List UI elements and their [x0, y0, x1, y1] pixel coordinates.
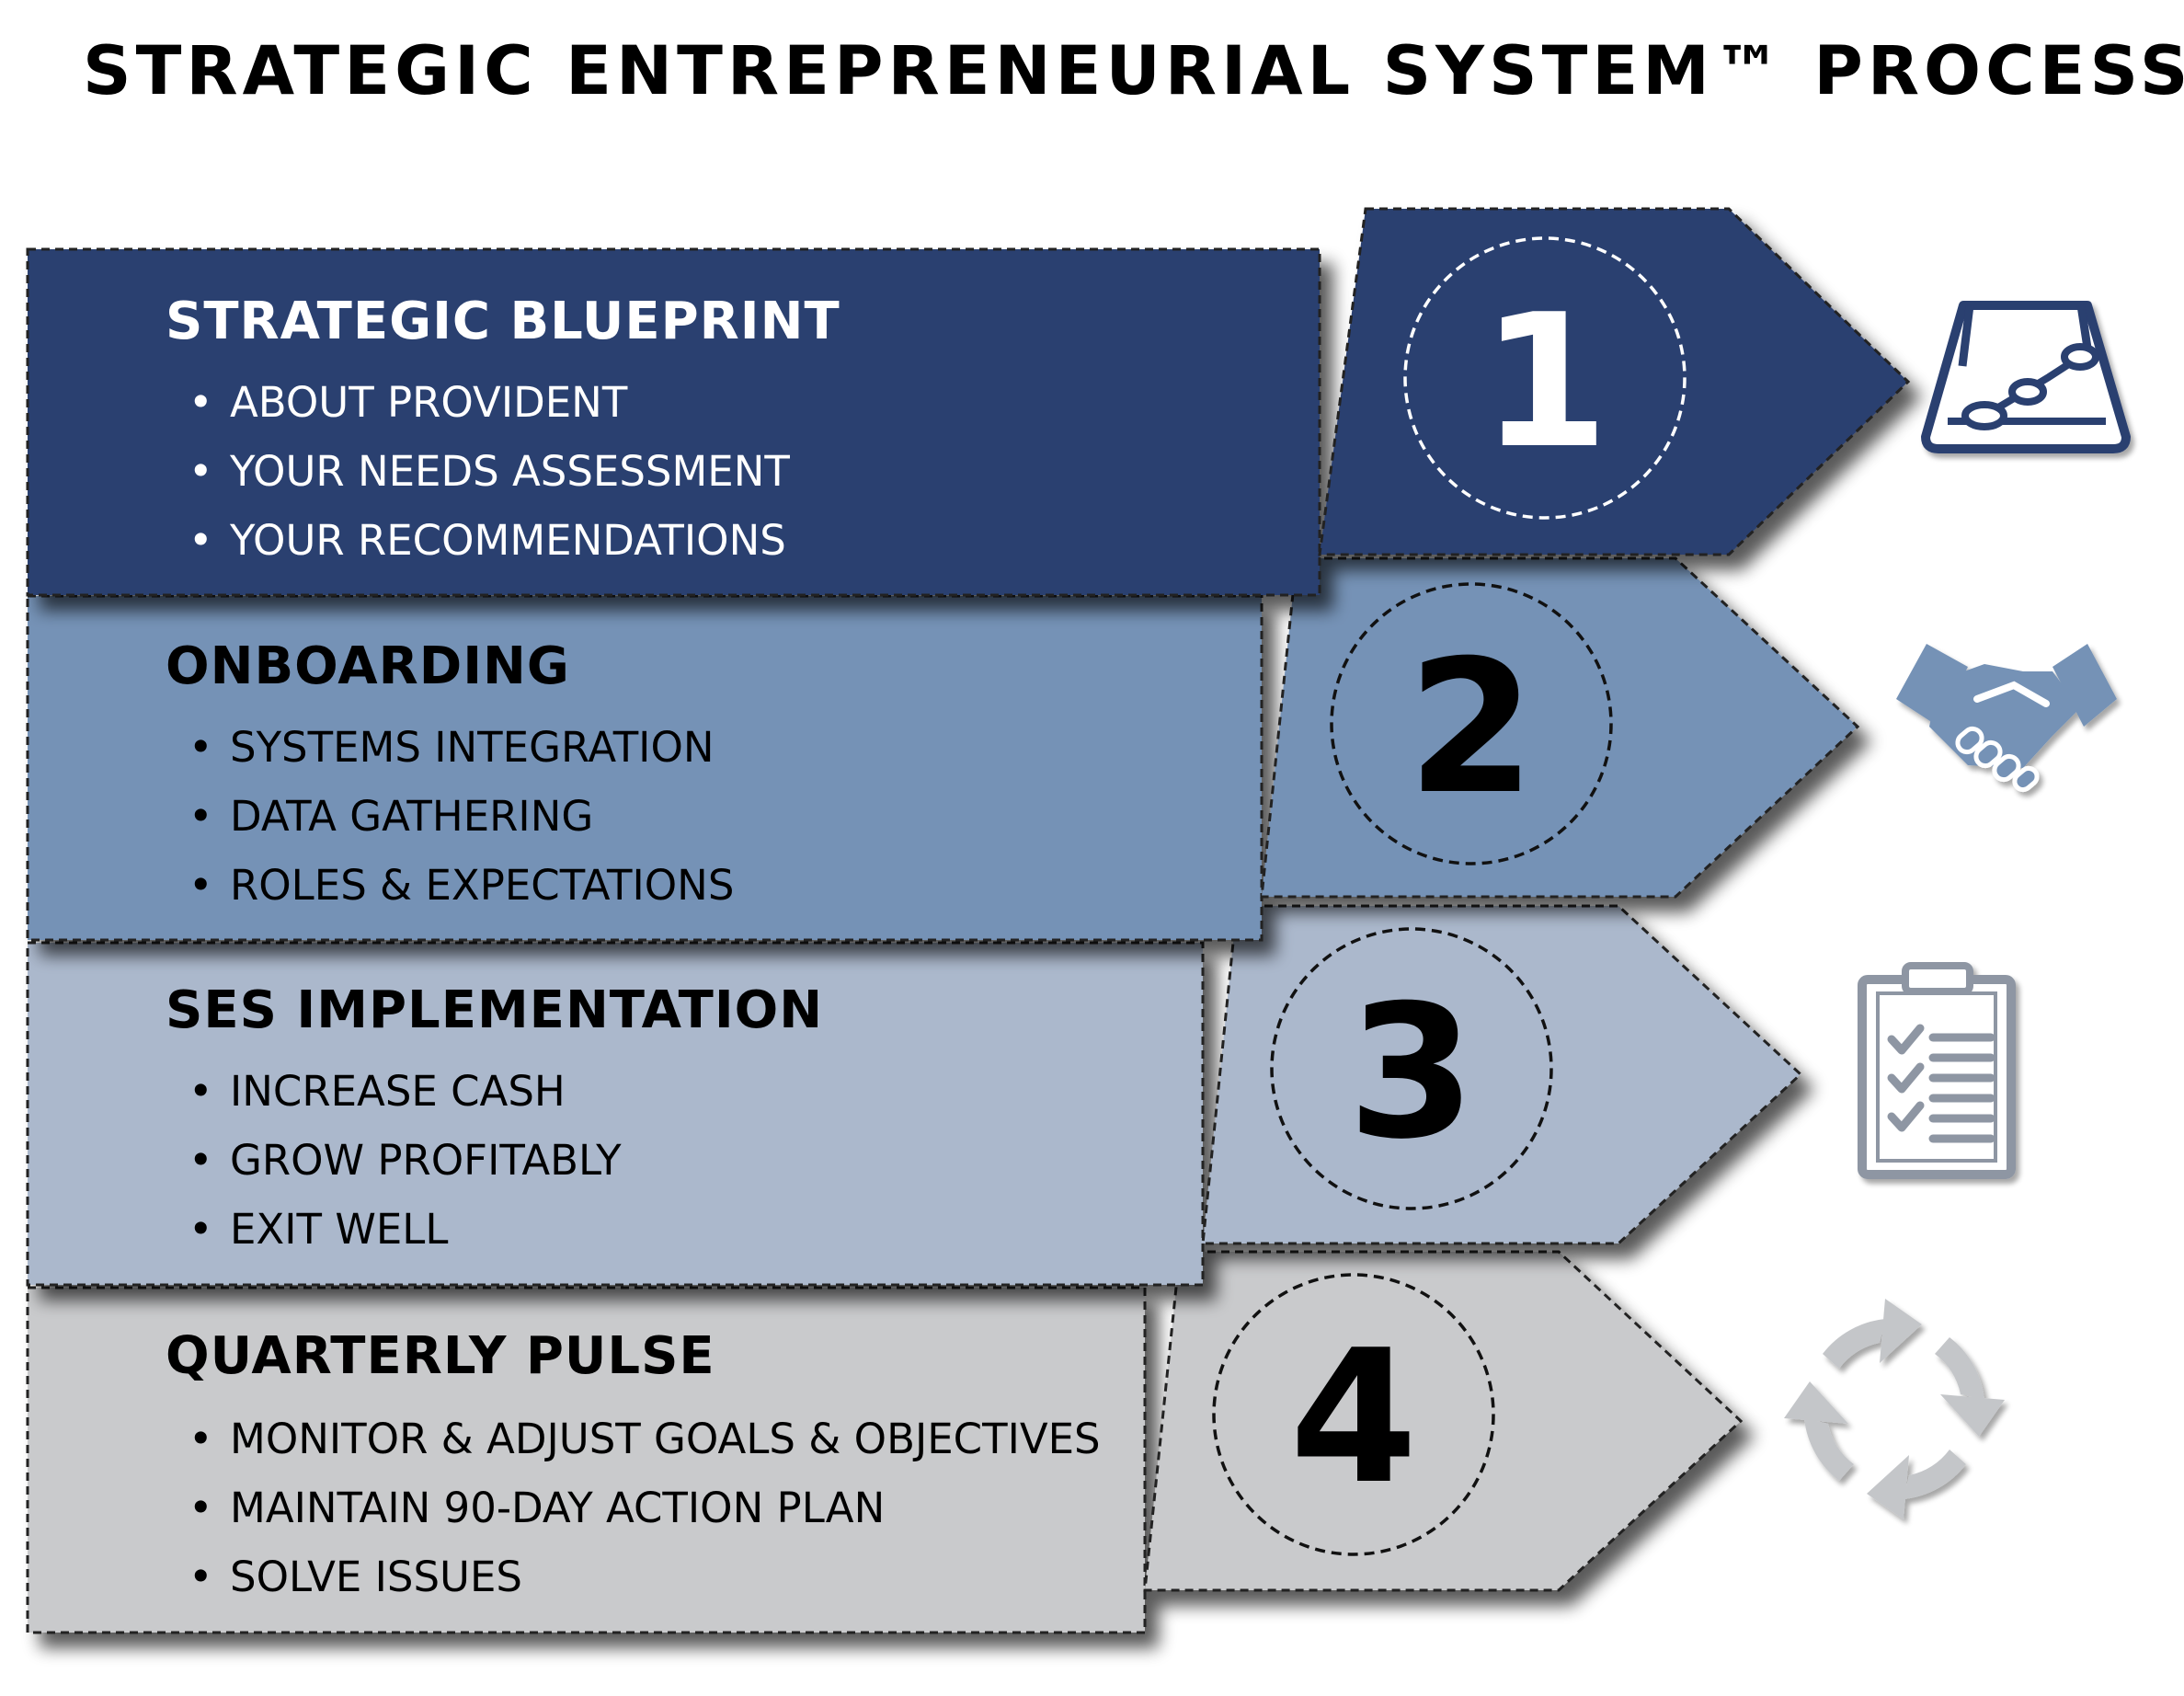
- step-4-arrow: [1143, 1250, 1744, 1592]
- step-4-bullet-3: SOLVE ISSUES: [230, 1553, 522, 1601]
- step-4-number: 4: [1289, 1311, 1417, 1525]
- step-1: 1 STRATEGIC BLUEPRINT • ABOUT PROVIDENT …: [26, 207, 1911, 597]
- step-1-bullets: • ABOUT PROVIDENT • YOUR NEEDS ASSESSMEN…: [189, 378, 790, 565]
- step-2-arrow: [1260, 556, 1860, 899]
- step-2-number: 2: [1407, 621, 1535, 835]
- step-1-bar: [26, 247, 1321, 597]
- step-2-bullet-1: SYSTEMS INTEGRATION: [230, 723, 715, 772]
- step-3: 3 SES IMPLEMENTATION • INCREASE CASH • G…: [26, 904, 1803, 1287]
- step-4: 4 QUARTERLY PULSE • MONITOR & ADJUST GOA…: [26, 1250, 1744, 1634]
- step-2-number-circle: [1330, 582, 1613, 865]
- step-1-bullet-1: ABOUT PROVIDENT: [230, 378, 628, 427]
- step-4-bar: [26, 1286, 1147, 1634]
- bullet-dot: •: [189, 1205, 213, 1254]
- step-2-bar: [26, 594, 1264, 942]
- step-1-bullet-3: YOUR RECOMMENDATIONS: [229, 516, 786, 565]
- step-3-bullet-2: GROW PROFITABLY: [230, 1136, 622, 1185]
- checklist-clipboard-icon: [1858, 962, 2016, 1179]
- step-1-number-circle: [1403, 236, 1687, 520]
- step-4-bullets: • MONITOR & ADJUST GOALS & OBJECTIVES • …: [189, 1415, 1101, 1601]
- step-3-bullet-3: EXIT WELL: [230, 1205, 448, 1254]
- handshake-icon: [1896, 644, 2117, 793]
- step-1-number: 1: [1481, 275, 1608, 489]
- roadmap-icon: [1921, 301, 2131, 453]
- bullet-dot: •: [189, 1067, 213, 1116]
- step-4-heading: QUARTERLY PULSE: [166, 1326, 715, 1386]
- bullet-dot: •: [189, 723, 213, 772]
- bullet-dot: •: [189, 378, 213, 427]
- step-1-arrow: [1318, 207, 1911, 556]
- bullet-dot: •: [189, 1553, 213, 1601]
- step-1-heading: STRATEGIC BLUEPRINT: [166, 292, 840, 351]
- cycle-arrows-icon: [1784, 1299, 2005, 1519]
- page-title: STRATEGIC ENTREPRENEURIAL SYSTEM™ PROCES…: [83, 32, 2184, 110]
- bullet-dot: •: [189, 1136, 213, 1185]
- bullet-dot: •: [189, 861, 213, 910]
- bullet-dot: •: [189, 447, 213, 496]
- step-3-number: 3: [1347, 966, 1475, 1180]
- step-3-heading: SES IMPLEMENTATION: [166, 980, 823, 1040]
- step-2-bullets: • SYSTEMS INTEGRATION • DATA GATHERING •…: [189, 723, 734, 910]
- step-3-bullet-1: INCREASE CASH: [230, 1067, 566, 1116]
- step-2-heading: ONBOARDING: [166, 636, 570, 696]
- step-4-bullet-2: MAINTAIN 90-DAY ACTION PLAN: [230, 1484, 885, 1532]
- bullet-dot: •: [189, 1415, 213, 1463]
- step-2: 2 ONBOARDING • SYSTEMS INTEGRATION • DAT…: [26, 556, 1860, 942]
- bullet-dot: •: [189, 1484, 213, 1532]
- step-2-bullet-2: DATA GATHERING: [230, 792, 593, 841]
- step-2-bullet-3: ROLES & EXPECTATIONS: [230, 861, 734, 910]
- step-3-bar: [26, 941, 1205, 1287]
- step-3-arrow: [1201, 904, 1803, 1245]
- bullet-dot: •: [189, 516, 213, 565]
- step-3-number-circle: [1270, 927, 1553, 1210]
- bullet-dot: •: [189, 792, 213, 841]
- step-4-number-circle: [1212, 1273, 1495, 1556]
- step-1-bullet-2: YOUR NEEDS ASSESSMENT: [229, 447, 790, 496]
- step-4-bullet-1: MONITOR & ADJUST GOALS & OBJECTIVES: [230, 1415, 1101, 1463]
- step-3-bullets: • INCREASE CASH • GROW PROFITABLY • EXIT…: [189, 1067, 622, 1254]
